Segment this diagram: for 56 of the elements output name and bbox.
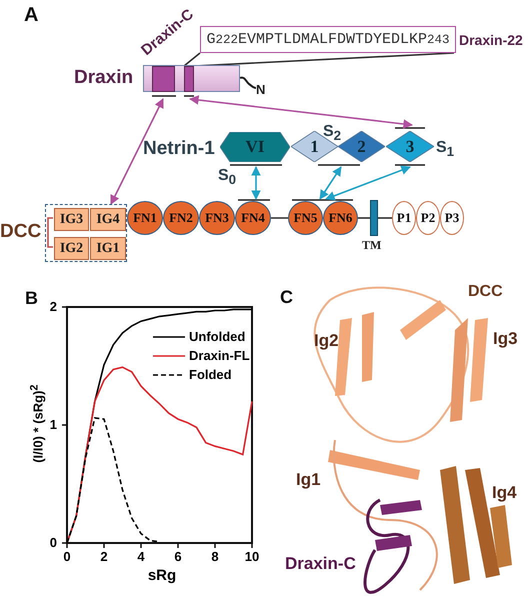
legend-label: Unfolded bbox=[189, 329, 246, 344]
tick-label: 0 bbox=[62, 549, 72, 564]
domain-ellipse: P2 bbox=[416, 201, 440, 235]
domain-segment bbox=[184, 66, 194, 92]
panel-letter: A bbox=[24, 4, 38, 27]
domain-box: IG4 bbox=[90, 208, 126, 231]
double-arrow bbox=[325, 166, 411, 200]
domain-ellipse: FN6 bbox=[323, 201, 358, 235]
domain-name: Ig3 bbox=[493, 329, 518, 349]
panel-letter: C bbox=[280, 287, 293, 308]
protein-name: Draxin-C bbox=[285, 554, 356, 574]
domain-box: IG2 bbox=[54, 237, 89, 260]
connector-line bbox=[378, 217, 392, 219]
site-label: S$_{1}$ bbox=[436, 139, 454, 160]
connector-line bbox=[271, 217, 288, 219]
tick-label: 2 bbox=[48, 299, 57, 314]
domain-box: IG3 bbox=[54, 208, 89, 231]
tick-label: 4 bbox=[136, 549, 146, 564]
dashed-box bbox=[45, 204, 127, 262]
terminus-label: N bbox=[256, 82, 266, 97]
protein-name: DCC bbox=[468, 283, 503, 301]
site-label: S$_{0}$ bbox=[218, 167, 236, 188]
domain-label: TM bbox=[362, 238, 382, 253]
tick-label: 0 bbox=[48, 535, 57, 550]
tick-label: 8 bbox=[210, 549, 220, 564]
domain-name: Ig1 bbox=[296, 470, 321, 490]
legend-label: Folded bbox=[189, 367, 232, 382]
connector-line bbox=[183, 52, 455, 67]
peptide-name: Draxin-22 bbox=[459, 32, 523, 48]
domain-ellipse: P1 bbox=[392, 201, 416, 235]
protein-name: Netrin-1 bbox=[143, 138, 215, 160]
double-arrow bbox=[251, 166, 261, 200]
panel-letter: B bbox=[25, 288, 38, 309]
domain-ellipse: FN2 bbox=[163, 201, 199, 235]
domain-ellipse: FN5 bbox=[288, 201, 323, 235]
domain-box: IG1 bbox=[90, 237, 126, 260]
legend-label: Draxin-FL bbox=[189, 348, 250, 363]
domain-ellipse: FN4 bbox=[235, 201, 271, 235]
connector-line bbox=[358, 217, 370, 219]
double-arrow bbox=[110, 98, 164, 205]
protein-name: DCC bbox=[0, 221, 42, 243]
domain-ellipse: FN3 bbox=[199, 201, 235, 235]
axis-title: sRg bbox=[146, 567, 178, 584]
domain-ellipse: FN1 bbox=[127, 201, 163, 235]
tick-label: 10 bbox=[244, 549, 260, 564]
double-arrow bbox=[189, 95, 413, 129]
tick-label: 2 bbox=[99, 549, 109, 564]
domain-name: Ig4 bbox=[492, 483, 517, 503]
domain-diamond: 3 bbox=[386, 131, 434, 162]
domain-name: Ig2 bbox=[314, 331, 339, 351]
protein-name: Draxin bbox=[74, 67, 134, 89]
domain-ellipse: P3 bbox=[440, 201, 464, 235]
domain-hexagon: VI bbox=[220, 132, 290, 162]
connector-line bbox=[47, 217, 53, 248]
tick-label: 6 bbox=[173, 549, 183, 564]
double-arrow bbox=[319, 166, 342, 200]
